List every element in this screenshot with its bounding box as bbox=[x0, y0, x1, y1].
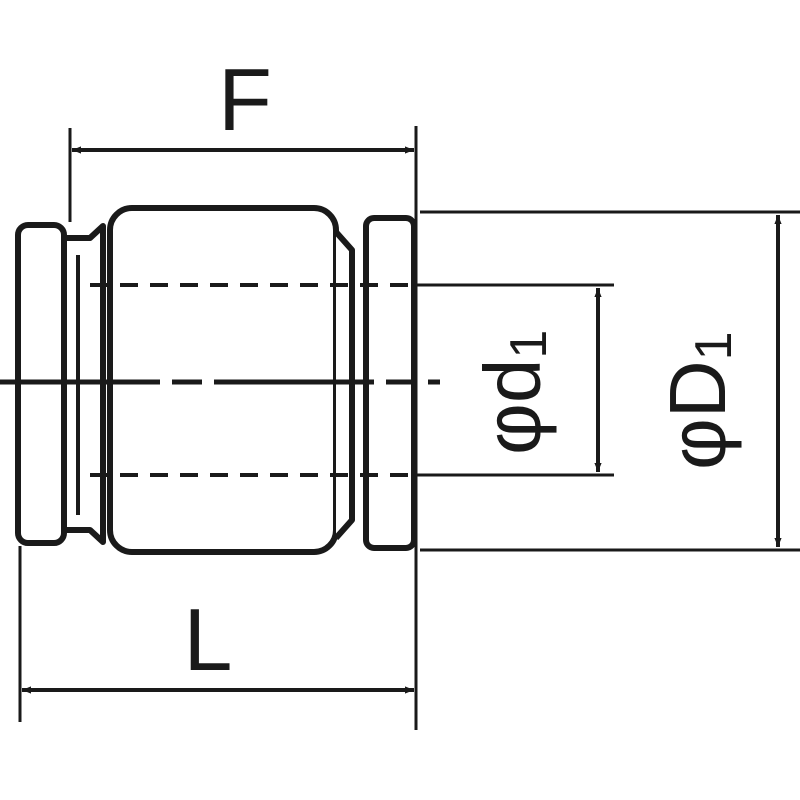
extension-lines bbox=[18, 126, 800, 730]
bore-hidden-lines bbox=[90, 283, 414, 477]
label-D1: φD1 bbox=[653, 331, 743, 470]
groove-ring bbox=[333, 230, 355, 540]
label-L: L bbox=[184, 590, 233, 689]
label-d1: φd1 bbox=[468, 330, 558, 455]
label-F: F bbox=[218, 50, 272, 149]
